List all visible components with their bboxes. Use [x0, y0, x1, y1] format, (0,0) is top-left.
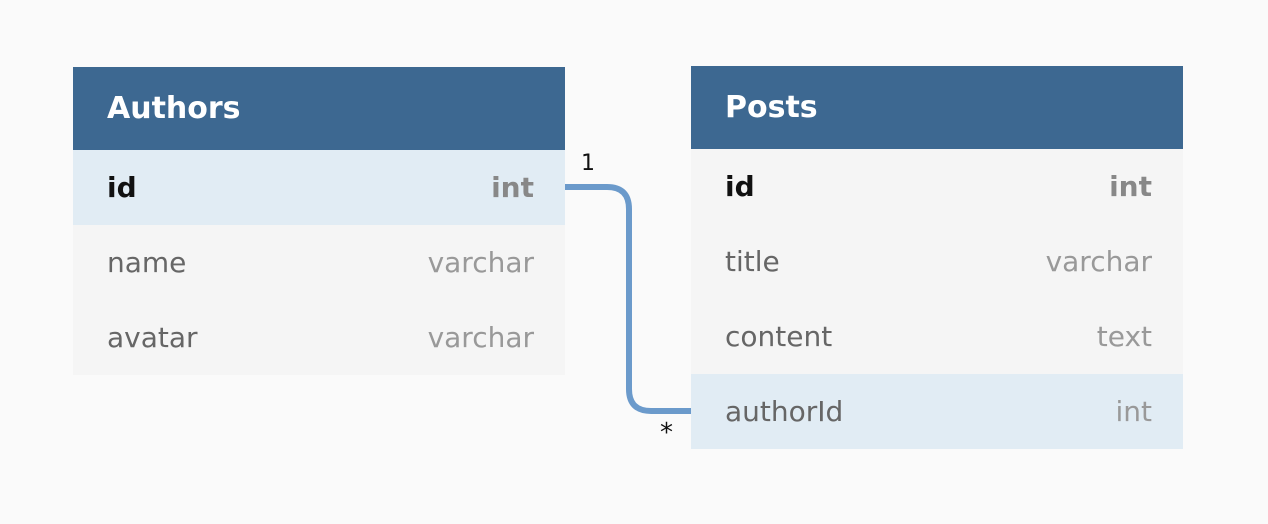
column-name: content	[725, 320, 833, 353]
column-name: id	[107, 171, 137, 204]
column-name: avatar	[107, 321, 198, 354]
column-row-posts-authorid[interactable]: authorId int	[691, 374, 1183, 449]
cardinality-many-label: *	[660, 418, 673, 448]
column-type: varchar	[427, 321, 534, 354]
column-row-posts-title[interactable]: title varchar	[691, 224, 1183, 299]
column-row-posts-id[interactable]: id int	[691, 149, 1183, 224]
column-row-authors-avatar[interactable]: avatar varchar	[73, 300, 565, 375]
column-name: title	[725, 245, 780, 278]
column-name: authorId	[725, 395, 844, 428]
column-type: text	[1096, 320, 1152, 353]
column-name: name	[107, 246, 187, 279]
column-row-posts-content[interactable]: content text	[691, 299, 1183, 374]
table-authors[interactable]: Authors id int name varchar avatar varch…	[73, 67, 565, 375]
cardinality-one-label: 1	[581, 151, 595, 176]
column-row-authors-name[interactable]: name varchar	[73, 225, 565, 300]
relation-line[interactable]	[565, 184, 691, 414]
column-type: int	[491, 171, 534, 204]
table-header-posts[interactable]: Posts	[691, 66, 1183, 149]
column-row-authors-id[interactable]: id int	[73, 150, 565, 225]
column-type: int	[1115, 395, 1152, 428]
column-name: id	[725, 170, 755, 203]
table-header-authors[interactable]: Authors	[73, 67, 565, 150]
column-type: varchar	[427, 246, 534, 279]
column-type: varchar	[1045, 245, 1152, 278]
table-posts[interactable]: Posts id int title varchar content text …	[691, 66, 1183, 449]
column-type: int	[1109, 170, 1152, 203]
